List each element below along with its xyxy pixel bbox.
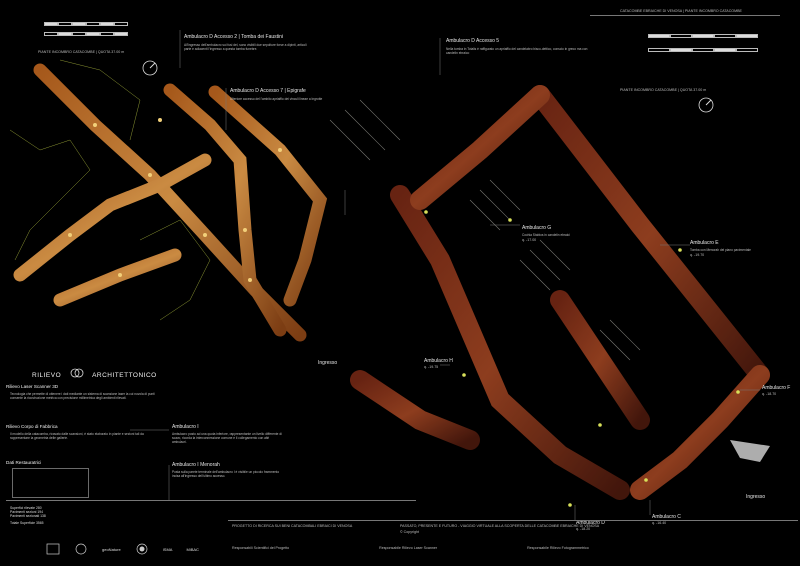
annotation-title: Ambulacro G: [522, 225, 552, 231]
project-subheading: PASSATO, PRESENTE E FUTURO - VIAGGIO VIR…: [400, 524, 600, 528]
logo-isma: ISMA: [162, 546, 173, 552]
annotation-ambulacro-d2: Ambulacro D Accesso 2 | Tomba dei Fausti…: [184, 34, 314, 51]
annotation-text: Ambulacro posto ad una quota inferiore, …: [172, 432, 282, 444]
annotation-quota: q. -19.75: [424, 365, 439, 369]
scale-bar-right: [648, 34, 758, 52]
copyright: © Copyright: [400, 530, 420, 534]
annotation-text: Tomba con Menorah del piano pavimentale: [690, 248, 751, 252]
credit-item: Responsabile Rilievo Laser Scanner: [379, 546, 438, 550]
rilievo-title-left: RILIEVO: [32, 372, 62, 379]
credits-row: Responsabili Scientifici del Progetto Re…: [232, 546, 589, 550]
rilievo-title-right: ARCHITETTONICO: [92, 372, 157, 379]
institution-logo-icon: [75, 543, 87, 555]
annotation-ambulacro-d: Ambulacro D q. -18.20: [576, 520, 605, 531]
annotation-ambulacro-c: Ambulacro C q. -16.40: [652, 514, 681, 525]
seal-icon: [136, 543, 148, 555]
annotation-title: Ambulacro D Accesso 2 | Tomba dei Fausti…: [184, 34, 284, 40]
credit-item: Responsabili Scientifici del Progetto: [232, 546, 290, 550]
annotation-quota: q. -18.20: [576, 527, 591, 531]
logo-mibac: MiBAC: [186, 546, 199, 552]
annotation-title: Ambulacro D Accesso 5: [446, 38, 500, 44]
annotation-ambulacro-e: Ambulacro E Tomba con Menorah del piano …: [690, 240, 780, 257]
annotation-title: Ambulacro F: [762, 385, 791, 391]
rilievo-section-corpo: Rilievo Corpo di Fabbrica Il modello del…: [6, 424, 156, 440]
annotation-title: Ambulacro I Menorah: [172, 462, 220, 468]
annotation-quota: q. -19.70: [690, 253, 705, 257]
project-heading: PROGETTO DI RICERCA SUI BENI CATACOMBALI…: [232, 524, 353, 528]
annotation-quota: q. -17.00: [522, 238, 537, 242]
annotation-title: Ambulacro C: [652, 514, 681, 520]
annotation-ambulacro-i: Ambulacro I Ambulacro posto ad una quota…: [172, 424, 282, 444]
annotation-text: Cochia Stabios in candelin ebraici: [522, 233, 570, 237]
annotation-ambulacro-d5: Ambulacro D Accesso 5 Nella tomba in Tot…: [446, 38, 596, 55]
section-heading: Rilievo Corpo di Fabbrica: [6, 424, 58, 429]
annotation-text: Nella tomba in Totalis è raffigurato un …: [446, 47, 588, 55]
annotation-title: Ambulacro H: [424, 358, 453, 364]
section-heading: Dati Restauratrici: [6, 460, 42, 465]
label-ingresso-right: Ingresso: [746, 494, 766, 500]
section-heading: Rilievo Laser Scanner 3D: [6, 384, 59, 389]
rilievo-logo-icon: [70, 368, 84, 378]
header-rule: [590, 15, 780, 16]
plan-left-label: PIANTE INCOMBRO CATACOMBE | QUOTA 37.00 …: [38, 50, 125, 54]
logo-geonature: geoNature: [102, 546, 121, 552]
annotation-quota: q. -16.40: [652, 521, 667, 525]
annotation-ambulacro-h: Ambulacro H q. -19.75: [424, 358, 453, 369]
institution-logo-icon: [46, 543, 60, 555]
footer-line: Superfici rilevate 280: [10, 506, 42, 510]
footer-line: Totale Superficie 3565: [10, 521, 44, 525]
scale-bar-left: [44, 22, 128, 36]
north-arrow-icon: [142, 60, 158, 76]
annotation-ambulacro-d7: Ambulacro D Accesso 7 | Epigrafe Ulterio…: [230, 88, 345, 101]
annotation-ambulacro-f: Ambulacro F q. -18.70: [762, 385, 790, 396]
logo-row: geoNature ISMA MiBAC: [46, 543, 199, 555]
annotation-text: All'ingresso dell'ambulacro sui fusi del…: [184, 43, 307, 51]
annotation-text: Posta sulla parete terminale dell'ambula…: [172, 470, 280, 478]
credit-item: Responsabile Rilievo Fotogrammetrico: [527, 546, 589, 550]
annotation-title: Ambulacro D Accesso 7 | Epigrafe: [230, 88, 306, 94]
annotation-title: Ambulacro E: [690, 240, 719, 246]
rilievo-footer: Superfici rilevate 280 Pavimenti sezioni…: [10, 506, 46, 525]
footer-line: Pavimenti sezioni 194: [10, 510, 43, 514]
rilievo-section-laser: Rilievo Laser Scanner 3D Tecnologia che …: [6, 384, 156, 400]
annotation-title: Ambulacro I: [172, 424, 199, 430]
label-ingresso-left: Ingresso: [318, 360, 338, 366]
credits-rule: [228, 520, 798, 521]
annotation-quota: q. -18.70: [762, 392, 777, 396]
section-text: Il modello della catacomba, ricavato dal…: [10, 432, 144, 440]
section-text: Tecnologia che permette di ottenere i da…: [10, 392, 155, 400]
header-title: CATACOMBE EBRAICHE DI VENOSA | PIANTE IN…: [620, 9, 742, 13]
dati-table: [12, 468, 89, 498]
plan-right-label: PIANTE INCOMBRO CATACOMBE | QUOTA 37.00 …: [620, 88, 707, 92]
rilievo-divider: [6, 500, 416, 501]
annotation-ambulacro-i-menorah: Ambulacro I Menorah Posta sulla parete t…: [172, 462, 282, 478]
annotation-text: Ulteriore accesso del l'ambito apriaffio…: [230, 97, 323, 101]
annotation-title: Ambulacro D: [576, 520, 605, 526]
rilievo-title: RILIEVO ARCHITETTONICO: [32, 364, 157, 382]
north-arrow-icon: [698, 97, 714, 113]
footer-line: Pavimenti sezionati 138: [10, 514, 46, 518]
rilievo-section-dati: Dati Restauratrici: [6, 460, 156, 498]
annotation-ambulacro-g: Ambulacro G Cochia Stabios in candelin e…: [522, 225, 612, 242]
